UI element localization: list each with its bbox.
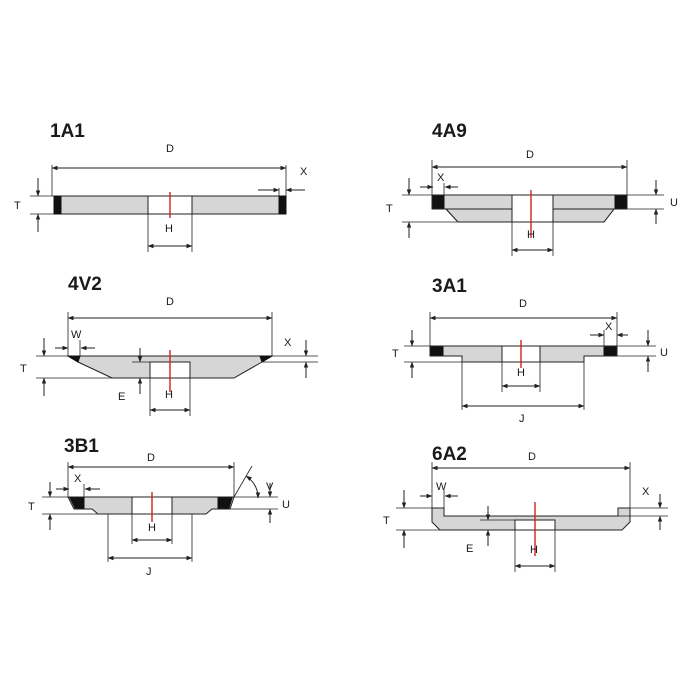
shape-title: 6A2: [432, 444, 467, 465]
dim-label-h: H: [165, 223, 173, 235]
dim-label-u: U: [660, 347, 668, 359]
abrasive-segment: [259, 355, 274, 363]
shape-title: 1A1: [50, 121, 85, 142]
shape-title: 4A9: [432, 121, 467, 142]
dim-label-h: H: [527, 229, 535, 241]
dim-label-x: X: [74, 473, 82, 485]
dim-label-t: T: [14, 200, 21, 212]
dim-label-d: D: [528, 451, 536, 463]
abrasive-segment: [53, 195, 62, 215]
dim-label-h: H: [530, 544, 538, 556]
wheel-hub-left: [444, 208, 513, 223]
dim-label-t: T: [383, 515, 390, 527]
dim-label-x: X: [605, 321, 613, 333]
dim-label-e: E: [466, 543, 473, 555]
diagram-6a2: 6A2 D W X T E H: [383, 444, 668, 572]
dim-label-h: H: [148, 522, 156, 534]
abrasive-segment: [614, 195, 627, 209]
shape-title: 3A1: [432, 276, 467, 297]
wheel-body: [431, 507, 631, 531]
bore-hole: [511, 194, 554, 223]
dim-label-h: H: [165, 389, 173, 401]
diagram-4v2: 4V2 D W X T E H: [20, 274, 318, 416]
dim-label-t: T: [28, 501, 35, 513]
dim-label-d: D: [519, 298, 527, 310]
diagram-1a1: 1A1 D X T H: [14, 121, 308, 252]
dim-label-j: J: [519, 413, 525, 425]
diagram-4a9: 4A9 D X T U H: [386, 121, 678, 256]
dim-label-t: T: [386, 203, 393, 215]
abrasive-segment: [278, 195, 287, 215]
abrasive-segment: [69, 497, 85, 509]
diagram-3b1: 3B1 D X V U T H: [28, 436, 290, 578]
shape-title: 3B1: [64, 436, 99, 457]
dim-label-x: X: [642, 486, 650, 498]
abrasive-segment: [603, 346, 617, 356]
dim-label-x: X: [284, 337, 292, 349]
abrasive-segment: [217, 497, 233, 509]
dim-label-x: X: [300, 166, 308, 178]
dim-label-t: T: [20, 363, 27, 375]
dim-label-j: J: [146, 566, 152, 578]
dim-label-d: D: [147, 452, 155, 464]
dim-label-u: U: [282, 499, 290, 511]
dim-label-d: D: [166, 143, 174, 155]
dim-label-t: T: [392, 348, 399, 360]
dim-label-w: W: [71, 329, 82, 341]
dim-label-x: X: [437, 172, 445, 184]
wheel-hub-right: [552, 208, 616, 223]
dim-label-d: D: [166, 296, 174, 308]
dim-label-h: H: [517, 367, 525, 379]
dim-label-w: W: [436, 481, 447, 493]
diagram-3a1: 3A1 D X T U H J: [392, 276, 668, 425]
abrasive-segment: [66, 355, 81, 363]
dim-label-e: E: [118, 391, 125, 403]
abrasive-segment: [432, 195, 445, 209]
dim-label-u: U: [670, 197, 678, 209]
shape-title: 4V2: [68, 274, 102, 295]
abrasive-segment: [430, 346, 444, 356]
dim-label-d: D: [526, 149, 534, 161]
